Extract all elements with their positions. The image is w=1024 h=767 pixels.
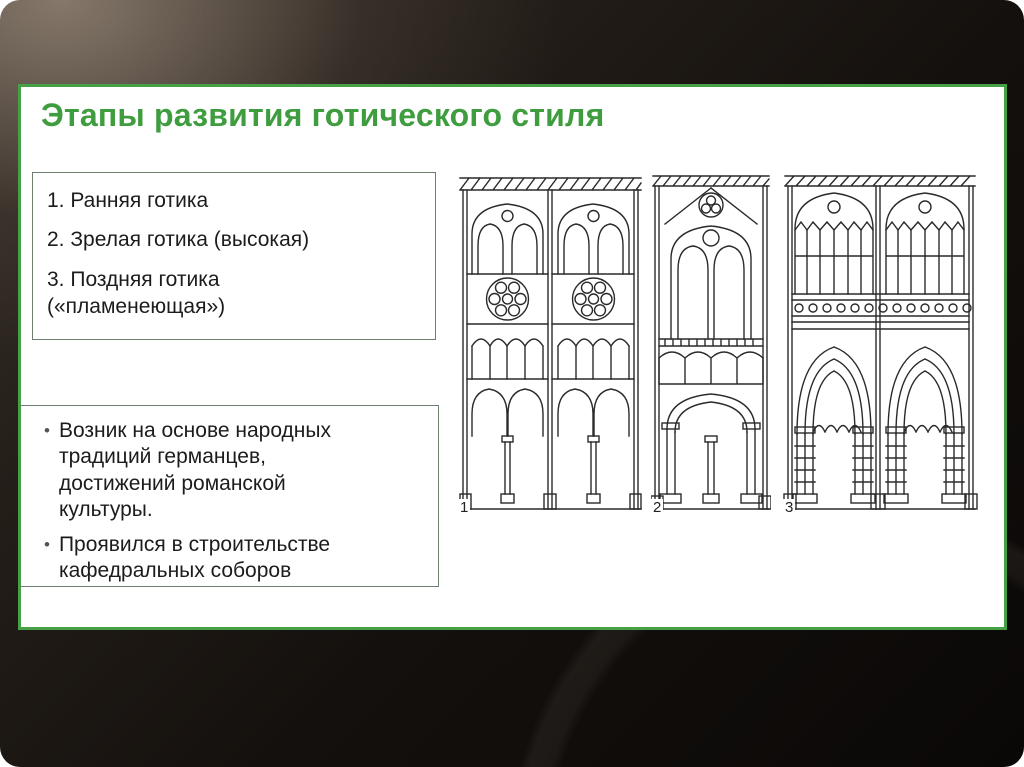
slide-title: Этапы развития готического стиля — [41, 97, 605, 133]
stage-item-3: 3. Поздняя готика («пламенеющая») — [47, 267, 226, 318]
note-item-2: • Проявился в строительстве кафедральных… — [44, 532, 424, 585]
stages-box: 1. Ранняя готика 2. Зрелая готика (высок… — [32, 172, 436, 340]
figure-high-gothic: 2 — [651, 174, 771, 522]
note-item-1: • Возник на основе народных традиций гер… — [44, 418, 424, 523]
figure-number: 2 — [651, 499, 664, 516]
stage-item-1: 1. Ранняя готика — [47, 189, 209, 212]
high-gothic-elevation-image — [651, 175, 771, 510]
figure-early-gothic: 1 — [458, 174, 643, 522]
early-gothic-elevation-image — [459, 177, 642, 510]
notes-box: • Возник на основе народных традиций гер… — [19, 405, 439, 587]
note-text: Возник на основе народных традиций герма… — [58, 419, 331, 521]
stage-item-2: 2. Зрелая готика (высокая) — [47, 228, 310, 252]
figure-number: 3 — [783, 499, 796, 516]
figure-late-gothic: 3 — [783, 174, 978, 522]
slide: Этапы развития готического стиля 1. Ранн… — [18, 84, 1007, 630]
late-flamboyant-gothic-elevation-image — [783, 175, 978, 510]
bullet-icon: • — [44, 421, 50, 440]
note-text: Проявился в строительстве кафедральных с… — [58, 533, 331, 583]
figure-number: 1 — [458, 499, 471, 516]
bullet-icon: • — [44, 535, 50, 554]
